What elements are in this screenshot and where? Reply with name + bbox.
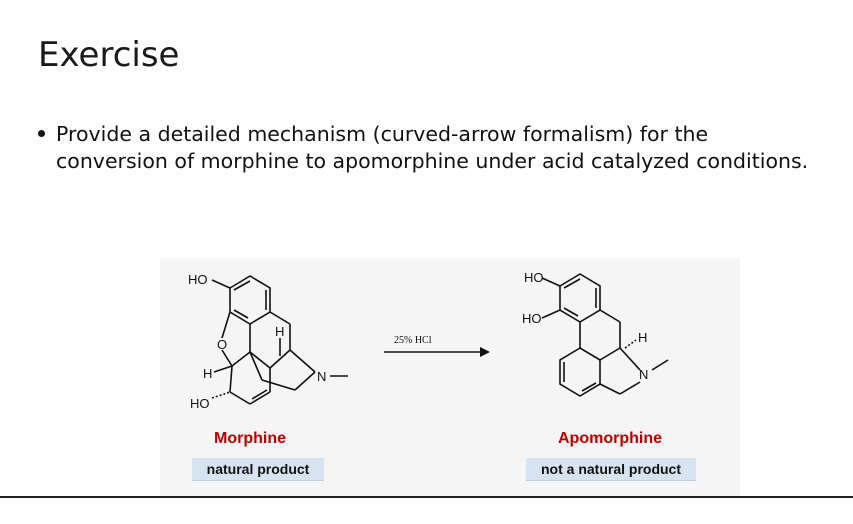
reagent-label: 25% HCl xyxy=(394,335,432,346)
atom-label: H xyxy=(275,324,284,339)
bottom-rule xyxy=(0,496,853,498)
apomorphine-structure: HO HO H N xyxy=(522,270,669,397)
atom-label: HO xyxy=(188,272,208,287)
atom-label: N xyxy=(639,367,648,382)
morphine-name: Morphine xyxy=(214,430,286,447)
atom-label: O xyxy=(217,337,227,352)
apomorphine-tag: not a natural product xyxy=(526,458,696,481)
atom-label: H xyxy=(203,366,212,381)
atom-label: H xyxy=(638,330,647,345)
bullet-dot xyxy=(38,130,45,137)
atom-label: HO xyxy=(522,311,542,326)
slide-title: Exercise xyxy=(38,35,180,75)
bullet-text: Provide a detailed mechanism (curved-arr… xyxy=(56,122,809,173)
atom-label: HO xyxy=(190,396,210,411)
atom-label: N xyxy=(317,369,326,384)
reaction-arrow xyxy=(384,347,490,357)
morphine-structure: HO O H HO H N xyxy=(188,272,348,411)
apomorphine-name: Apomorphine xyxy=(558,430,662,447)
reaction-figure: HO O H HO H N 25% HCl xyxy=(160,258,740,498)
bullet-item: Provide a detailed mechanism (curved-arr… xyxy=(38,121,818,175)
atom-label: HO xyxy=(524,270,544,285)
morphine-tag: natural product xyxy=(192,458,324,481)
